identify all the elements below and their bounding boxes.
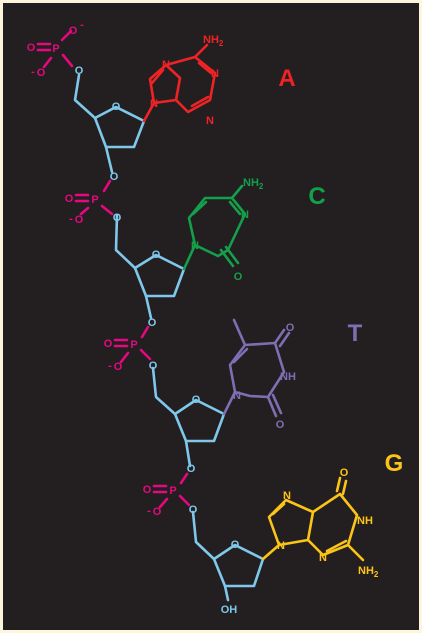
oxygen-atom: O bbox=[143, 484, 152, 496]
oxygen-atom: O bbox=[37, 67, 46, 79]
oxygen-atom: O bbox=[27, 42, 36, 54]
ring-oxygen-atom: O bbox=[231, 539, 240, 551]
nitrogen-atom: N bbox=[233, 390, 241, 402]
nitrogen-atom: N bbox=[206, 115, 214, 127]
oxygen-atom: O bbox=[234, 271, 243, 283]
oxygen-atom: O bbox=[187, 463, 196, 475]
sugar-ring-4 bbox=[212, 543, 265, 588]
ring-oxygen-atom: O bbox=[112, 101, 121, 113]
amino-group-label: NH2 bbox=[203, 34, 224, 48]
backbone-link-1 bbox=[73, 73, 97, 120]
phosphate-bonds bbox=[36, 29, 191, 509]
nitrogen-atom: N bbox=[241, 209, 249, 221]
cytosine-atoms: N N O NH2 bbox=[191, 177, 264, 283]
phosphate-atoms: O P O - - O O P - O O P - O O P - O bbox=[27, 19, 177, 518]
nitrogen-atom: N bbox=[277, 540, 285, 552]
oxygen-atom: O bbox=[114, 361, 123, 373]
charge-sign: - bbox=[69, 213, 73, 225]
oxygen-atom: O bbox=[75, 214, 84, 226]
sugar-to-phosphate-link-2 bbox=[144, 294, 153, 320]
adenine-atoms: N N N N NH2 bbox=[150, 34, 224, 127]
charge-sign: - bbox=[147, 505, 151, 517]
backbone-link-3 bbox=[151, 366, 177, 416]
imino-group-label: NH bbox=[280, 371, 296, 383]
terminal-hydroxyl-label: OH bbox=[221, 604, 238, 616]
nitrogen-atom: N bbox=[150, 98, 158, 110]
nitrogen-atom: N bbox=[319, 552, 327, 564]
oxygen-atom: O bbox=[65, 193, 74, 205]
backbone-atoms: O O O O O O O O O O O OH bbox=[75, 65, 240, 616]
phosphorus-atom: P bbox=[130, 339, 137, 351]
nitrogen-atom: N bbox=[283, 490, 291, 502]
charge-sign: - bbox=[80, 19, 84, 31]
sugar-ring-1 bbox=[93, 105, 146, 149]
backbone-link-2 bbox=[114, 213, 137, 270]
nitrogen-atom: N bbox=[191, 240, 199, 252]
base-letter-guanine: G bbox=[385, 450, 404, 477]
oxygen-atom: O bbox=[113, 212, 122, 224]
cytosine-base bbox=[182, 184, 247, 271]
base-letter-adenine: A bbox=[278, 65, 295, 92]
oxygen-atom: O bbox=[286, 322, 295, 334]
oxygen-atom: O bbox=[148, 317, 157, 329]
sugar-to-phosphate-link-3 bbox=[184, 439, 192, 468]
oxygen-atom: O bbox=[69, 25, 78, 37]
diagram-background bbox=[3, 3, 419, 630]
oxygen-atom: O bbox=[75, 65, 84, 77]
thymine-atoms: N NH O O bbox=[233, 322, 296, 431]
charge-sign: - bbox=[31, 66, 35, 78]
sugar-to-phosphate-link-1 bbox=[104, 145, 114, 174]
phosphorus-atom: P bbox=[169, 485, 176, 497]
ring-oxygen-atom: O bbox=[192, 394, 201, 406]
terminal-hydroxyl-bond bbox=[223, 584, 230, 602]
oxygen-atom: O bbox=[153, 506, 162, 518]
phosphorus-atom: P bbox=[91, 194, 98, 206]
thymine-base bbox=[222, 318, 291, 418]
charge-sign: - bbox=[108, 360, 112, 372]
sugar-backbone bbox=[73, 73, 265, 602]
oxygen-atom: O bbox=[189, 504, 198, 516]
oxygen-atom: O bbox=[276, 419, 285, 431]
ring-oxygen-atom: O bbox=[152, 249, 161, 261]
nitrogen-atom: N bbox=[211, 68, 219, 80]
sugar-ring-2 bbox=[133, 253, 186, 298]
oxygen-atom: O bbox=[340, 467, 349, 479]
oxygen-atom: O bbox=[149, 360, 158, 372]
backbone-link-4 bbox=[191, 510, 216, 561]
base-letter-thymine: T bbox=[348, 320, 363, 347]
phosphorus-atom: P bbox=[52, 43, 59, 55]
amino-group-label: NH2 bbox=[358, 565, 379, 579]
nitrogen-atom: N bbox=[162, 59, 170, 71]
amino-group-label: NH2 bbox=[243, 177, 264, 191]
imino-group-label: NH bbox=[357, 515, 373, 527]
oxygen-atom: O bbox=[104, 338, 113, 350]
sugar-ring-3 bbox=[173, 398, 226, 443]
adenine-base bbox=[142, 43, 217, 123]
oxygen-atom: O bbox=[110, 171, 119, 183]
guanine-atoms: N N N NH O NH2 bbox=[277, 467, 379, 579]
base-letter-cytosine: C bbox=[308, 183, 325, 210]
guanine-base bbox=[261, 476, 365, 562]
